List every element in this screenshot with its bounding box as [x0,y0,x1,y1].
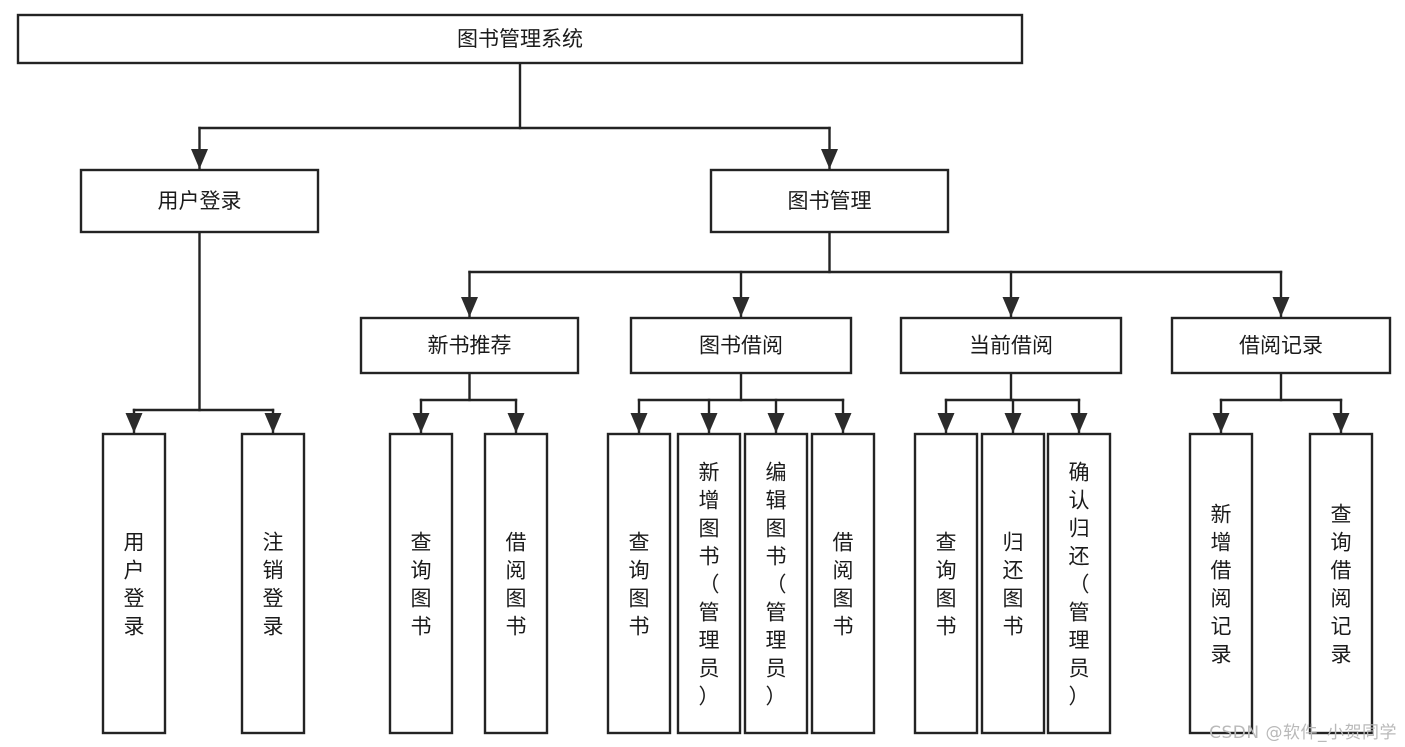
node-book-management[interactable]: 图书管理 [709,168,950,234]
connector-lines [125,61,1350,435]
node-leaf-query-borrow-record[interactable]: 查询借阅记录 [1308,432,1374,735]
arrow-head-icon-leaf-query-books-borrow [630,413,648,433]
node-label-root: 图书管理系统 [457,27,583,51]
node-book-borrow[interactable]: 图书借阅 [629,316,853,375]
arrow-head-icon-book-management [821,149,838,169]
node-current-borrow[interactable]: 当前借阅 [899,316,1123,375]
node-box-book-borrow [629,316,853,375]
node-label-borrow-records: 借阅记录 [1239,334,1323,358]
arrow-head-icon-user-login [191,149,208,169]
arrow-head-icon-leaf-add-book-admin [700,413,718,433]
node-label-leaf-user-login: 用户登录 [124,530,145,638]
arrow-head-icon-leaf-borrow-books-recommend [507,413,525,433]
arrow-head-icon-leaf-add-borrow-record [1212,413,1230,433]
arrow-head-icon-leaf-query-books-current [937,413,955,433]
node-leaf-return-books[interactable]: 归还图书 [980,432,1046,735]
node-label-book-borrow: 图书借阅 [699,334,783,358]
node-box-borrow-records [1170,316,1392,375]
node-box-user-login [79,168,320,234]
node-label-leaf-add-book-admin: 新增图书（管理员） [699,460,720,708]
csdn-watermark: CSDN @软件_小贺同学 [1209,723,1397,743]
node-leaf-borrow-books[interactable]: 借阅图书 [810,432,876,735]
arrow-head-icon-book-borrow [732,297,750,317]
node-leaf-user-login[interactable]: 用户登录 [101,432,167,735]
node-box-leaf-add-borrow-record [1188,432,1254,735]
node-label-leaf-return-books: 归还图书 [1003,530,1024,638]
node-leaf-query-books-current[interactable]: 查询图书 [913,432,979,735]
node-label-leaf-query-borrow-record: 查询借阅记录 [1331,502,1352,666]
arrow-head-icon-leaf-user-login [125,413,143,433]
node-label-leaf-confirm-return-admin: 确认归还（管理员） [1069,460,1090,708]
node-box-leaf-confirm-return-admin [1046,432,1112,735]
arrow-head-icon-new-book-recommend [461,297,478,317]
node-leaf-query-books-borrow[interactable]: 查询图书 [606,432,672,735]
node-label-current-borrow: 当前借阅 [969,334,1053,358]
node-box-leaf-edit-book-admin [743,432,809,735]
arrow-head-icon-leaf-confirm-return-admin [1070,413,1088,433]
node-label-leaf-query-books-recommend: 查询图书 [411,530,432,638]
node-box-leaf-borrow-books [810,432,876,735]
node-label-leaf-borrow-books: 借阅图书 [833,530,854,638]
node-label-leaf-query-books-borrow: 查询图书 [629,530,650,638]
node-box-leaf-add-book-admin [676,432,742,735]
node-box-root [16,13,1024,65]
node-borrow-records[interactable]: 借阅记录 [1170,316,1392,375]
node-box-leaf-query-borrow-record [1308,432,1374,735]
node-leaf-add-borrow-record[interactable]: 新增借阅记录 [1188,432,1254,735]
node-box-leaf-query-books-borrow [606,432,672,735]
node-root[interactable]: 图书管理系统 [16,13,1024,65]
node-box-leaf-query-books-current [913,432,979,735]
node-label-user-login: 用户登录 [158,189,242,213]
node-leaf-logout-login[interactable]: 注销登录 [240,432,306,735]
node-user-login[interactable]: 用户登录 [79,168,320,234]
node-label-leaf-query-books-current: 查询图书 [936,530,957,638]
node-label-book-management: 图书管理 [788,189,872,213]
arrow-head-icon-borrow-records [1272,297,1290,317]
node-box-leaf-logout-login [240,432,306,735]
node-box-leaf-user-login [101,432,167,735]
node-box-book-management [709,168,950,234]
arrow-head-icon-leaf-edit-book-admin [767,413,785,433]
node-leaf-add-book-admin[interactable]: 新增图书（管理员） [676,432,742,735]
node-label-leaf-logout-login: 注销登录 [263,530,284,638]
arrow-head-icon-current-borrow [1002,297,1020,317]
node-boxes: 图书管理系统用户登录图书管理新书推荐图书借阅当前借阅借阅记录用户登录注销登录查询… [16,13,1392,735]
node-leaf-confirm-return-admin[interactable]: 确认归还（管理员） [1046,432,1112,735]
node-box-leaf-return-books [980,432,1046,735]
node-box-leaf-query-books-recommend [388,432,454,735]
arrow-head-icon-leaf-return-books [1004,413,1022,433]
node-label-leaf-add-borrow-record: 新增借阅记录 [1211,502,1232,666]
node-box-new-book-recommend [359,316,580,375]
arrow-head-icon-leaf-borrow-books [834,413,852,433]
arrow-head-icon-leaf-logout-login [264,413,282,433]
node-leaf-query-books-recommend[interactable]: 查询图书 [388,432,454,735]
node-box-current-borrow [899,316,1123,375]
node-label-new-book-recommend: 新书推荐 [428,334,512,358]
node-label-leaf-borrow-books-recommend: 借阅图书 [506,530,527,638]
node-leaf-edit-book-admin[interactable]: 编辑图书（管理员） [743,432,809,735]
node-leaf-borrow-books-recommend[interactable]: 借阅图书 [483,432,549,735]
node-new-book-recommend[interactable]: 新书推荐 [359,316,580,375]
arrow-head-icon-leaf-query-books-recommend [412,413,430,433]
node-label-leaf-edit-book-admin: 编辑图书（管理员） [766,460,787,708]
node-box-leaf-borrow-books-recommend [483,432,549,735]
arrow-head-icon-leaf-query-borrow-record [1332,413,1350,433]
